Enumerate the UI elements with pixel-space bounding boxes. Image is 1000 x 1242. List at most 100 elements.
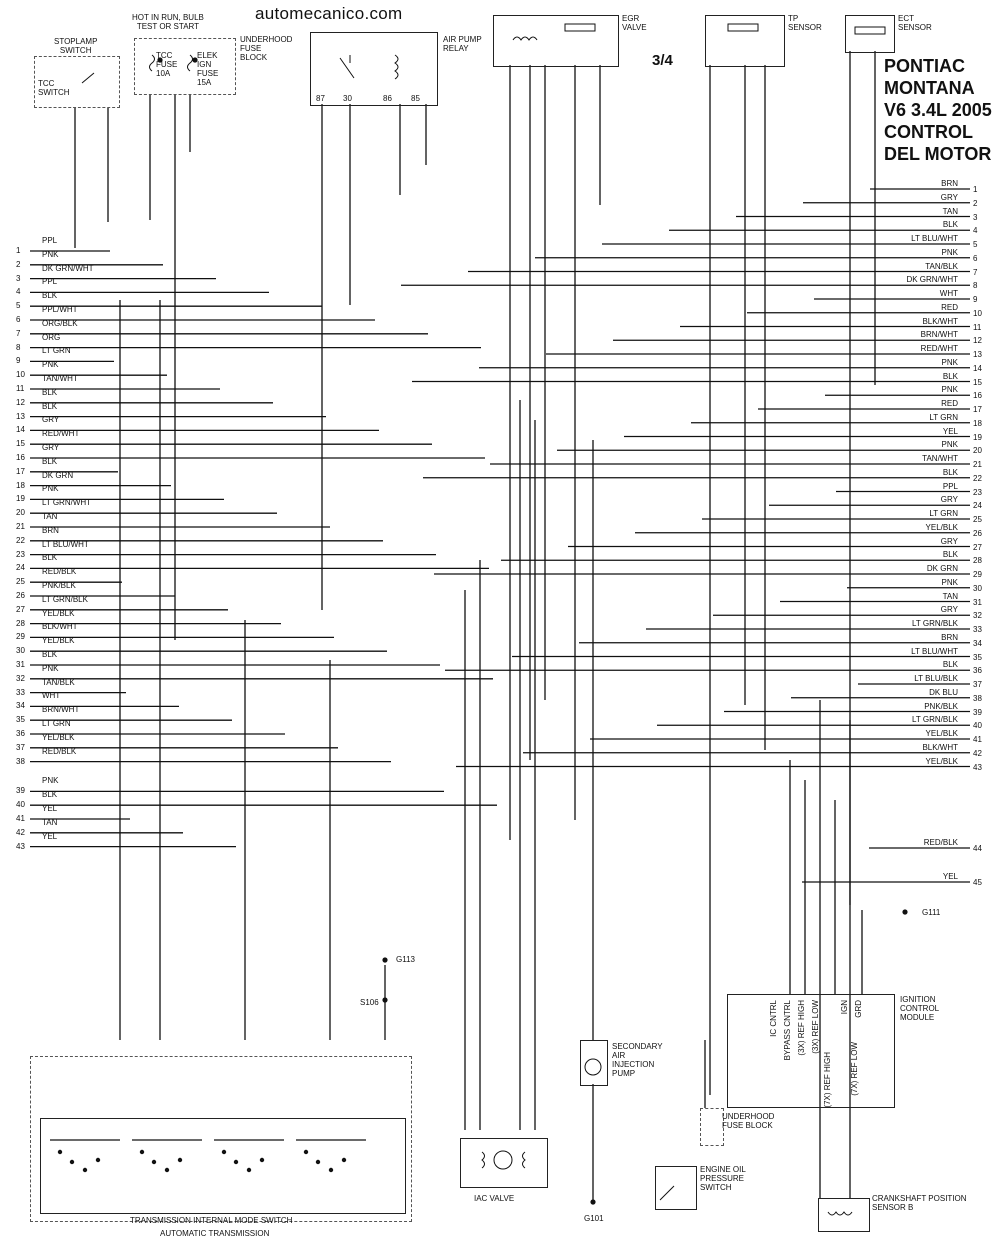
left-pin-20: 20 <box>16 508 25 518</box>
left-wire-25: RED/BLK <box>42 567 77 577</box>
left-pin-38: 38 <box>16 756 25 766</box>
egr-valve-label: EGR VALVE <box>622 14 647 32</box>
icm-pin-7x-ref-low: (7X) REF LOW <box>850 1042 859 1096</box>
junction-dot-3 <box>590 1199 596 1205</box>
right-pin-13: 13 <box>973 350 982 359</box>
right-pin-21: 21 <box>973 460 982 469</box>
diagram-title: PONTIAC MONTANA V6 3.4L 2005 CONTROL DEL… <box>884 55 992 165</box>
ect-sensor-box <box>845 15 895 53</box>
left-wire-32: PNK <box>42 663 59 673</box>
left-pin-13: 13 <box>16 411 25 421</box>
left-pin-4: 4 <box>16 287 21 297</box>
left-wire-16: GRY <box>42 443 60 452</box>
ground-g111: G111 <box>922 908 941 917</box>
left-wire-41: YEL <box>42 804 58 813</box>
trans-contact-4-2 <box>315 1159 321 1165</box>
stoplamp-switch-label: STOPLAMP SWITCH <box>54 37 98 55</box>
left-wire-3: DK GRN/WHT <box>42 263 94 273</box>
right-wire-15: BLK <box>942 371 958 381</box>
right-pin-18: 18 <box>973 418 982 428</box>
left-wire-4: PPL <box>42 277 58 287</box>
right-pin-31: 31 <box>973 597 982 607</box>
right-wire-16: PNK <box>941 385 958 395</box>
left-wire-14: GRY <box>42 415 60 425</box>
ground-g101: G101 <box>584 1214 604 1223</box>
right-wire-28: BLK <box>942 550 958 560</box>
underhood-fuse-block-2-box <box>700 1108 724 1146</box>
left-pin-22: 22 <box>16 535 25 545</box>
left-wire-24: BLK <box>42 553 58 563</box>
left-pin-12: 12 <box>16 397 25 407</box>
left-wire-7: ORG/BLK <box>42 318 78 328</box>
right-pin-5: 5 <box>973 240 978 249</box>
right-wire-9: WHT <box>939 289 958 298</box>
trans-contact-3-4 <box>259 1157 265 1163</box>
junction-dot-1 <box>902 909 908 915</box>
title-line-1: PONTIAC <box>884 56 965 76</box>
junction-dot-4 <box>382 997 388 1003</box>
left-wire-23: LT BLU/WHT <box>42 539 89 549</box>
left-wire-17: BLK <box>42 456 58 466</box>
tcc-switch-contact <box>81 72 95 84</box>
right-wire-41: YEL/BLK <box>925 729 958 738</box>
trans-mode-switch-label: TRANSMISSION INTERNAL MODE SWITCH <box>130 1216 293 1225</box>
left-pin-42: 42 <box>16 827 25 837</box>
right-wire-5: LT BLU/WHT <box>911 234 958 243</box>
right-pin-40: 40 <box>973 721 982 731</box>
right-pin-14: 14 <box>973 363 982 373</box>
right-pin-22: 22 <box>973 473 982 483</box>
right-wire-45: YEL <box>942 872 958 881</box>
title-line-4: CONTROL <box>884 122 973 142</box>
page-marker: 3/4 <box>652 52 673 69</box>
right-wire-23: PPL <box>942 481 958 491</box>
icm-pin-3x-ref-low: (3X) REF LOW <box>811 1000 820 1054</box>
junction-dot-6 <box>192 57 198 63</box>
right-wire-11: BLK/WHT <box>922 316 958 326</box>
trans-contact-1-1 <box>57 1149 63 1155</box>
left-wire-13: BLK <box>42 401 58 411</box>
right-pin-19: 19 <box>973 432 982 442</box>
right-pin-3: 3 <box>973 212 978 222</box>
left-pin-28: 28 <box>16 618 25 628</box>
right-pin-33: 33 <box>973 625 982 634</box>
right-wire-1: BRN <box>941 179 958 188</box>
trans-contact-2-3 <box>164 1167 170 1173</box>
left-wire-43: YEL <box>42 831 58 841</box>
iac-coil-a <box>522 1151 526 1169</box>
left-pin-2: 2 <box>16 259 21 269</box>
right-wire-36: BLK <box>942 660 958 670</box>
left-wire-27: LT GRN/BLK <box>42 594 88 604</box>
left-pin-11: 11 <box>16 384 25 393</box>
left-wire-39: PNK <box>42 776 59 786</box>
underhood-fuse-block-2-label: UNDERHOOD FUSE BLOCK <box>722 1112 775 1130</box>
right-pin-38: 38 <box>973 693 982 703</box>
underhood-fuse-block-box <box>134 38 236 95</box>
air-pump-relay-box <box>310 32 438 106</box>
left-wire-5: BLK <box>42 291 58 301</box>
right-wire-33: LT GRN/BLK <box>912 619 958 628</box>
left-wire-20: LT GRN/WHT <box>42 498 92 508</box>
tp-sensor-label: TP SENSOR <box>788 14 822 32</box>
right-wire-38: DK BLU <box>929 687 958 697</box>
right-pin-44: 44 <box>973 844 982 853</box>
left-wire-31: BLK <box>42 650 58 659</box>
right-pin-41: 41 <box>973 735 982 744</box>
right-wire-39: PNK/BLK <box>924 701 958 711</box>
right-pin-2: 2 <box>973 198 978 208</box>
trans-contact-3-1 <box>221 1149 227 1155</box>
left-wire-33: TAN/BLK <box>42 677 75 687</box>
right-wire-30: PNK <box>941 577 958 587</box>
tp-sensor-box <box>705 15 785 67</box>
oil-pressure-switch-label: ENGINE OIL PRESSURE SWITCH <box>700 1165 746 1192</box>
junction-dot-5 <box>157 57 163 63</box>
relay-contact-symbol <box>339 55 355 79</box>
right-pin-9: 9 <box>973 295 978 304</box>
ground-g113: G113 <box>396 955 415 964</box>
right-pin-7: 7 <box>973 267 978 277</box>
right-pin-17: 17 <box>973 405 982 414</box>
right-pin-34: 34 <box>973 638 982 648</box>
right-pin-28: 28 <box>973 556 982 566</box>
right-wire-27: GRY <box>940 536 958 546</box>
air-pump-relay-label: AIR PUMP RELAY <box>443 35 482 53</box>
right-wire-34: BRN <box>941 632 958 642</box>
